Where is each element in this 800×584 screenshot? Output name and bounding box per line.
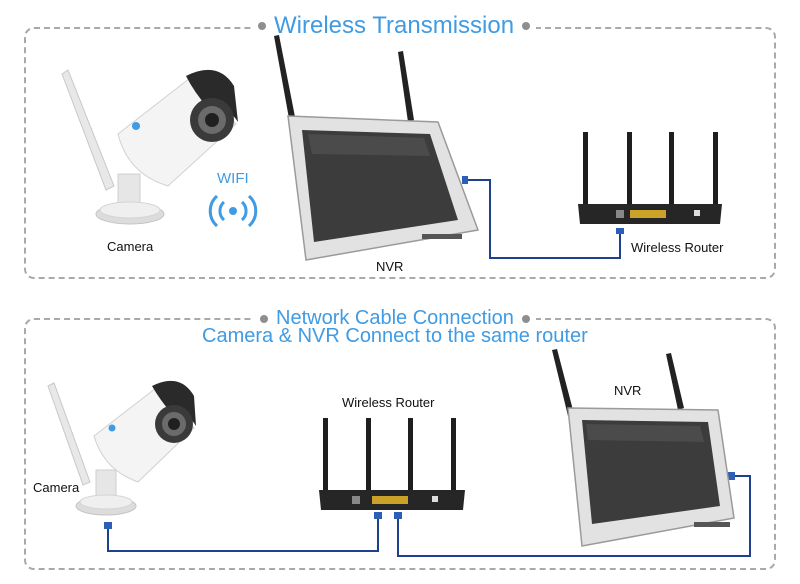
rj45-connector	[394, 512, 402, 519]
title-dot-left	[260, 314, 268, 323]
cable-nvr-router-top	[466, 179, 621, 259]
router-label: Wireless Router	[342, 395, 435, 410]
title-dot-right	[521, 314, 530, 323]
camera-label: Camera	[107, 239, 154, 254]
network-cable-subtitle: Camera & NVR Connect to the same router	[198, 325, 592, 348]
nvr-monitor-icon	[274, 35, 480, 261]
nvr-label: NVR	[376, 259, 404, 274]
rj45-connector	[616, 228, 624, 234]
cable-router-nvr	[397, 475, 751, 557]
wireless-router-icon	[578, 132, 722, 224]
wireless-transmission-title: Wireless Transmission	[274, 12, 515, 39]
wireless-router-icon	[319, 418, 465, 510]
nvr-monitor-icon	[552, 349, 735, 547]
security-camera-icon	[47, 380, 196, 516]
network-cable-title: Network Cable Connection	[276, 307, 514, 329]
router-label: Wireless Router	[631, 240, 724, 255]
camera-label: Camera	[33, 480, 80, 495]
title-dot-right	[522, 22, 531, 30]
rj45-connector	[104, 522, 112, 529]
security-camera-icon	[61, 69, 238, 225]
title-dot-left	[258, 22, 266, 30]
nvr-label: NVR	[614, 383, 642, 398]
wifi-signal-icon	[208, 194, 258, 228]
network-cable-heading: Network Cable Connection	[254, 307, 536, 330]
wireless-transmission-heading: Wireless Transmission	[252, 12, 537, 40]
rj45-connector	[462, 176, 468, 184]
rj45-connector	[374, 512, 382, 519]
wifi-label: WIFI	[217, 170, 249, 187]
cable-camera-router	[107, 518, 379, 552]
rj45-connector	[728, 472, 735, 480]
